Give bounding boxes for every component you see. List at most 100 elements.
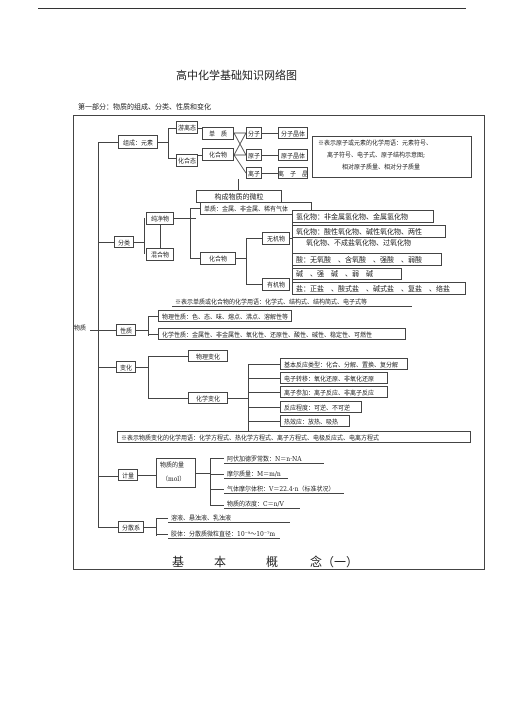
inorganic-node: 无机物 [262, 232, 290, 245]
molar-mass-node: 摩尔质量：M＝m/n [224, 468, 288, 479]
connector [228, 398, 248, 399]
oxide-node: 氧化物：酸性氧化物、碱性氧化物、两性 [292, 225, 446, 238]
connector [98, 476, 118, 477]
measurement-node: 计量 [118, 469, 138, 481]
connector [236, 258, 246, 259]
compound-class-node: 化合物 [200, 252, 236, 265]
connector [198, 155, 202, 156]
connector [168, 128, 176, 129]
connector [168, 158, 176, 159]
colloid-node: 胶体：分散质微粒直径：10⁻⁹～10⁻⁷m [168, 528, 280, 539]
connector [90, 330, 98, 331]
oxide-node-line2: 氧化物、不成盐氧化物、过氧化物 [306, 239, 411, 247]
atomic-crystal-node: 原子晶体 [278, 149, 308, 161]
combined-state-node: 化合态 [176, 154, 198, 167]
footer-title-char: 念（一） [310, 555, 359, 569]
connector [148, 356, 149, 398]
physical-change-node: 物理变化 [188, 350, 228, 362]
footer-title-char: 本 [214, 555, 227, 569]
composition-note-line: ※表示原子或元素的化学用语：元素符号、 [318, 140, 433, 147]
connector [292, 216, 293, 288]
connector [262, 155, 278, 156]
composition-node: 组成：元素 [118, 135, 158, 149]
composition-note-line: 相对原子质量、相对分子质量 [342, 164, 421, 171]
connector [144, 527, 156, 528]
connector [138, 475, 156, 476]
dispersion-node: 分散系 [118, 521, 144, 533]
classification-note: ※表示单质或化合物的化学用语：化学式、结构式、结构简式、电子式等 [172, 296, 412, 307]
connector [262, 173, 278, 174]
connector [168, 128, 169, 158]
ionic-reaction-node: 离子参加：离子反应、非离子反应 [280, 386, 388, 398]
mixture-node: 混合物 [146, 248, 174, 261]
connector [246, 238, 247, 284]
trunk [98, 142, 99, 527]
amount-of-substance-node [156, 458, 196, 488]
electron-transfer-node: 电子转移：氧化还原、非氧化还原 [280, 372, 388, 384]
concentration-node: 物质的浓度：C＝n/V [224, 498, 300, 509]
connector [210, 458, 211, 506]
composition-note-line: 离子符号、电子式、原子结构示意图; [327, 152, 426, 159]
cross-links [234, 132, 246, 174]
acid-node: 酸：无氧酸 、含氧酸 、强酸 、弱酸 [292, 253, 442, 266]
connector [196, 473, 210, 474]
change-node: 变化 [116, 361, 136, 373]
connector [248, 407, 280, 408]
connector [160, 225, 161, 248]
connector [190, 208, 191, 258]
diagram-frame [73, 115, 485, 570]
ion-node: 离子 [246, 167, 262, 179]
connector [262, 133, 278, 134]
connector [290, 238, 292, 239]
connector [136, 330, 148, 331]
simple-types-node: 单质：金属、非金属、稀有气体 [200, 202, 312, 215]
ionic-crystal-node: 离 子 晶 [278, 167, 308, 179]
compound-node: 化合物 [202, 148, 234, 161]
pure-substance-node: 纯净物 [146, 212, 174, 225]
root-node: 物质 [74, 325, 87, 332]
reaction-type-node: 基本反应类型：化合、分解、置换、复分解 [280, 358, 408, 370]
heat-effect-node: 热效应：放热、吸热 [280, 415, 350, 427]
connector [248, 421, 280, 422]
connector [98, 367, 116, 368]
header-rule [38, 8, 466, 9]
footer-title-char: 概 [266, 555, 279, 569]
composition-note [312, 136, 472, 178]
connector [238, 179, 239, 190]
connector [156, 534, 168, 535]
atom-node: 原子 [246, 149, 262, 161]
avogadro-node: 阿伏加德罗常数：N＝n·NA [224, 453, 324, 464]
connector [210, 458, 224, 459]
connector [156, 518, 168, 519]
molecular-crystal-node: 分子晶体 [278, 127, 308, 139]
connector [136, 367, 148, 368]
hydride-node: 氢化物：非金属氢化物、金属氢化物 [292, 210, 434, 223]
amount-unit: （mol） [162, 476, 186, 483]
connector [248, 364, 249, 434]
connector [174, 218, 196, 219]
connector [98, 242, 114, 243]
amount-label: 物质的量 [160, 462, 185, 469]
chemical-change-node: 化学变化 [188, 392, 228, 404]
change-note: ※表示物质变化的化学用语：化学方程式、热化学方程式、离子方程式、电极反应式、电离… [117, 431, 471, 443]
connector [210, 474, 224, 475]
properties-node: 性质 [116, 324, 136, 336]
connector [98, 330, 116, 331]
reaction-extent-node: 反应程度：可逆、不可逆 [280, 401, 362, 413]
salt-node: 盐：正盐 、酸式盐 、碱式盐 、复盐 、络盐 [292, 282, 466, 295]
connector [248, 392, 280, 393]
solution-types-node: 溶液、悬浊液、乳浊液 [168, 512, 290, 523]
classification-node: 分类 [114, 236, 134, 248]
connector [148, 316, 158, 317]
molar-volume-node: 气体摩尔体积：V＝22.4·n（标准状况） [224, 483, 344, 494]
connector [190, 258, 200, 259]
physical-property-node: 物理性质：色、态、味、熔点、沸点、溶解性等 [158, 310, 292, 322]
connector [148, 398, 188, 399]
connector [158, 142, 168, 143]
section-heading: 第一部分：物质的组成、分类、性质和变化 [78, 103, 211, 111]
connector [148, 356, 188, 357]
connector [246, 238, 262, 239]
simple-substance-node: 单 质 [202, 127, 234, 140]
connector [134, 242, 144, 243]
connector [248, 378, 280, 379]
